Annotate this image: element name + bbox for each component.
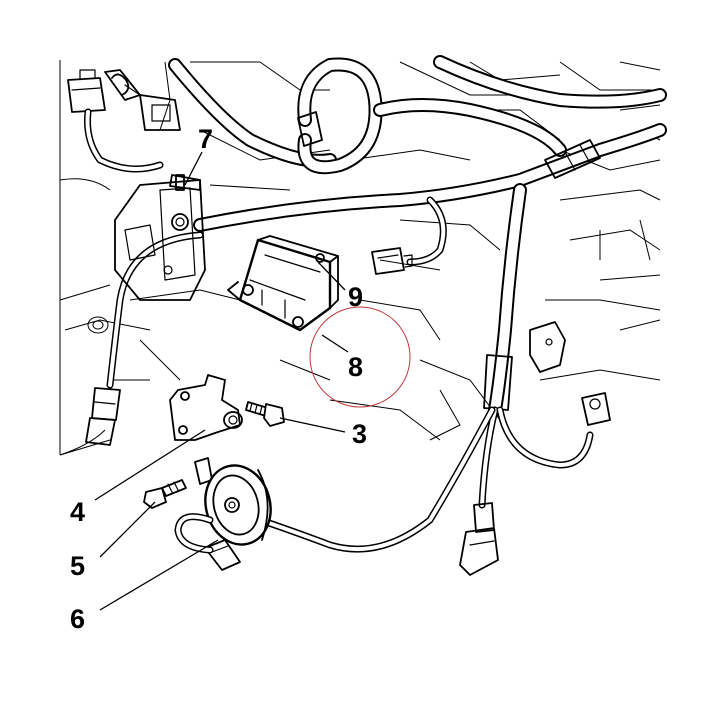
callout-7: 7 bbox=[198, 124, 213, 154]
callout-5: 5 bbox=[70, 551, 85, 581]
engine-bay-background bbox=[59, 60, 661, 456]
control-module bbox=[227, 235, 339, 332]
callout-labels: 7 9 8 3 4 5 6 bbox=[70, 124, 367, 634]
callout-9: 9 bbox=[348, 282, 363, 312]
bolt-3 bbox=[245, 401, 285, 427]
callout-6: 6 bbox=[70, 604, 85, 634]
leader-lines bbox=[94, 151, 349, 611]
horn-bracket bbox=[169, 374, 243, 441]
mounting-plate bbox=[114, 174, 206, 301]
callout-8: 8 bbox=[348, 352, 363, 382]
bolt-5 bbox=[143, 479, 187, 509]
main-wiring-harness bbox=[59, 55, 667, 553]
highlight-circle bbox=[309, 306, 411, 408]
callout-3: 3 bbox=[352, 419, 367, 449]
connectors bbox=[85, 247, 611, 576]
callout-4: 4 bbox=[70, 497, 85, 527]
top-left-connectors bbox=[67, 69, 181, 173]
horn bbox=[174, 457, 272, 554]
